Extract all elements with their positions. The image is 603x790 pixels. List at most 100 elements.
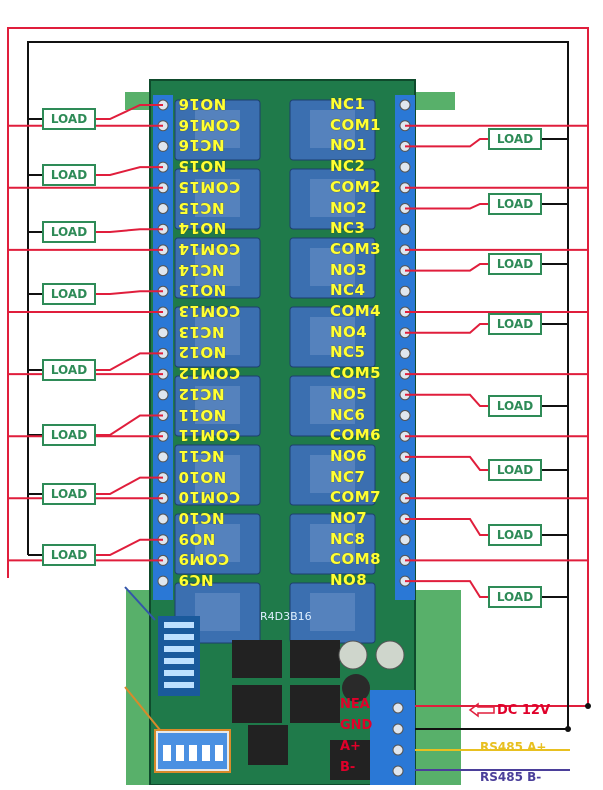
terminal-label-right: COM4 [330, 302, 382, 320]
relay-label-left [195, 593, 240, 631]
terminal-label-right: NO1 [330, 136, 368, 155]
terminal-screw-left [157, 451, 169, 463]
terminal-label-right: COM3 [330, 239, 382, 258]
power-terminal-screw [392, 702, 404, 714]
power-terminal-screw [392, 723, 404, 735]
relay-label-left [195, 179, 240, 217]
wire-load-to-no-left [96, 352, 163, 371]
terminal-screw-left [157, 575, 169, 587]
dc-label: DC 12V [497, 703, 551, 718]
ic-chip [232, 685, 282, 723]
mcu-chip [248, 725, 288, 765]
terminal-label-right: NO8 [330, 571, 368, 590]
load-box-left: LOAD [42, 483, 96, 505]
wire-no-to-load-right [405, 580, 488, 598]
terminal-label-right: NC7 [330, 467, 366, 486]
load-box-right: LOAD [488, 313, 542, 335]
relay-label-left [195, 524, 240, 562]
terminal-screw-left [157, 140, 169, 152]
load-box-left: LOAD [42, 544, 96, 566]
load-box-right: LOAD [488, 193, 542, 215]
led-indicator [164, 634, 194, 640]
wire-no-to-load-right [405, 263, 488, 272]
terminal-label-right: NC1 [330, 95, 366, 113]
wire-no-to-load-right [405, 323, 488, 334]
load-box-right: LOAD [488, 524, 542, 546]
power-terminal-block [370, 690, 415, 785]
terminal-label-right: COM5 [330, 364, 382, 383]
load-box-right: LOAD [488, 128, 542, 150]
wire-load-to-no-left [96, 104, 163, 120]
terminal-label-right: NO6 [330, 446, 368, 465]
terminal-label-left: NC12 [178, 384, 225, 403]
terminal-screw-right [399, 161, 411, 173]
terminal-screw-right [399, 99, 411, 111]
terminal-label-left: NC9 [178, 571, 214, 590]
relay-label-left [195, 317, 240, 355]
rs485-a-label: RS485 A+ [480, 740, 547, 754]
terminal-label-right: COM7 [330, 488, 382, 507]
black-ground-wire [27, 41, 569, 730]
terminal-label-right: NO5 [330, 384, 368, 403]
terminal-screw-left [157, 513, 169, 525]
dip-switch-lever [163, 745, 171, 761]
dip-switch-lever [202, 745, 210, 761]
capacitor [375, 640, 405, 670]
terminal-label-left: COM16 [178, 115, 241, 134]
load-box-left: LOAD [42, 164, 96, 186]
wire-no-to-load-right [405, 393, 488, 407]
ic-chip [290, 640, 340, 678]
wire-no-to-load-right [405, 138, 488, 148]
terminal-label-left: COM14 [178, 239, 241, 258]
terminal-label-right: COM2 [330, 177, 382, 196]
terminal-block-right [395, 95, 415, 600]
dip-callout-line [124, 686, 161, 731]
terminal-label-left: NC16 [178, 136, 225, 155]
relay-label-right [310, 179, 355, 217]
terminal-label-left: NC10 [178, 509, 225, 527]
dip-switch-lever [189, 745, 197, 761]
terminal-label-left: NO13 [178, 281, 227, 300]
arrow-dc-icon [468, 702, 495, 718]
terminal-label-right: NO4 [330, 322, 368, 341]
led-indicator [164, 670, 194, 676]
wire-no-to-load-right [405, 203, 488, 210]
load-box-right: LOAD [488, 395, 542, 417]
terminal-screw-right [399, 347, 411, 359]
terminal-label-left: NO15 [178, 157, 227, 176]
terminal-label-left: NO10 [178, 467, 227, 486]
ic-chip [232, 640, 282, 678]
led-indicator [164, 658, 194, 664]
wire-load-to-no-left [96, 228, 163, 233]
ic-chip [290, 685, 340, 723]
capacitor [338, 640, 368, 670]
terminal-block-left [153, 95, 173, 600]
terminal-label-left: NC13 [178, 322, 225, 341]
inductor [342, 674, 370, 702]
terminal-label-left: COM9 [178, 550, 230, 569]
terminal-label-right: NO3 [330, 260, 368, 279]
relay-label-right [310, 110, 355, 148]
wire-load-to-no-left [96, 538, 163, 556]
power-terminal-label: NEA [340, 697, 370, 712]
wire-load-to-no-left [96, 476, 163, 495]
dip-switch-lever [176, 745, 184, 761]
terminal-label-left: NO16 [178, 95, 227, 113]
junction-dot [565, 726, 571, 732]
terminal-label-left: NC11 [178, 446, 225, 465]
wire-load-to-no-left [96, 414, 163, 436]
relay-label-right [310, 524, 355, 562]
terminal-screw-left [157, 327, 169, 339]
wire-no-to-load-right [405, 455, 488, 471]
terminal-label-right: NC4 [330, 281, 366, 300]
terminal-label-left: COM13 [178, 302, 241, 320]
power-terminal-label: GND [340, 718, 373, 733]
relay-label-left [195, 248, 240, 286]
terminal-label-right: NC5 [330, 343, 366, 362]
terminal-label-left: COM11 [178, 426, 241, 445]
terminal-label-left: NC14 [178, 260, 225, 279]
load-box-left: LOAD [42, 108, 96, 130]
terminal-label-left: NO12 [178, 343, 227, 362]
